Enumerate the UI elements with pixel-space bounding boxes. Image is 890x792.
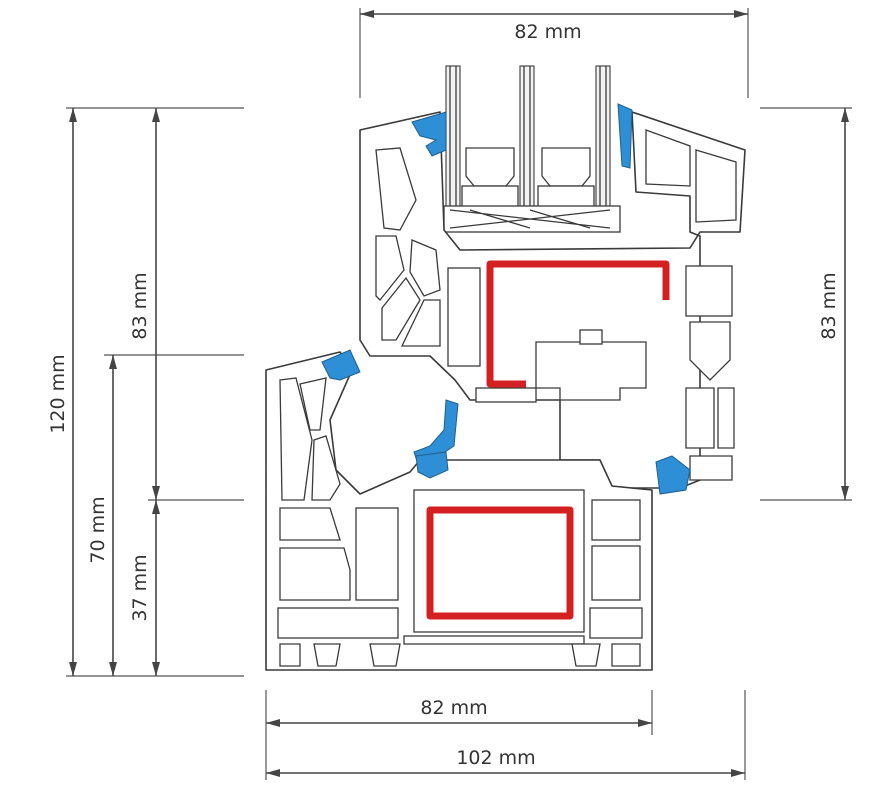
steel-reinforcement	[426, 260, 670, 620]
dim-left-mid-height: 70 mm	[87, 496, 109, 563]
dim-bottom-inner-width: 82 mm	[420, 697, 487, 719]
dim-right-height: 83 mm	[818, 272, 840, 339]
sash-profile	[359, 111, 746, 489]
sash-reinforcement	[486, 260, 670, 388]
gaskets	[321, 103, 691, 495]
frame-reinforcement	[426, 506, 574, 620]
dim-left-lower-height: 37 mm	[129, 554, 151, 621]
dimension-lines	[66, 8, 852, 780]
glazing-unit	[443, 65, 621, 233]
dim-left-total-height: 120 mm	[47, 354, 69, 433]
dim-bottom-total-width: 102 mm	[456, 747, 535, 769]
dim-left-upper-height: 83 mm	[129, 272, 151, 339]
dim-top-width: 82 mm	[514, 21, 581, 43]
